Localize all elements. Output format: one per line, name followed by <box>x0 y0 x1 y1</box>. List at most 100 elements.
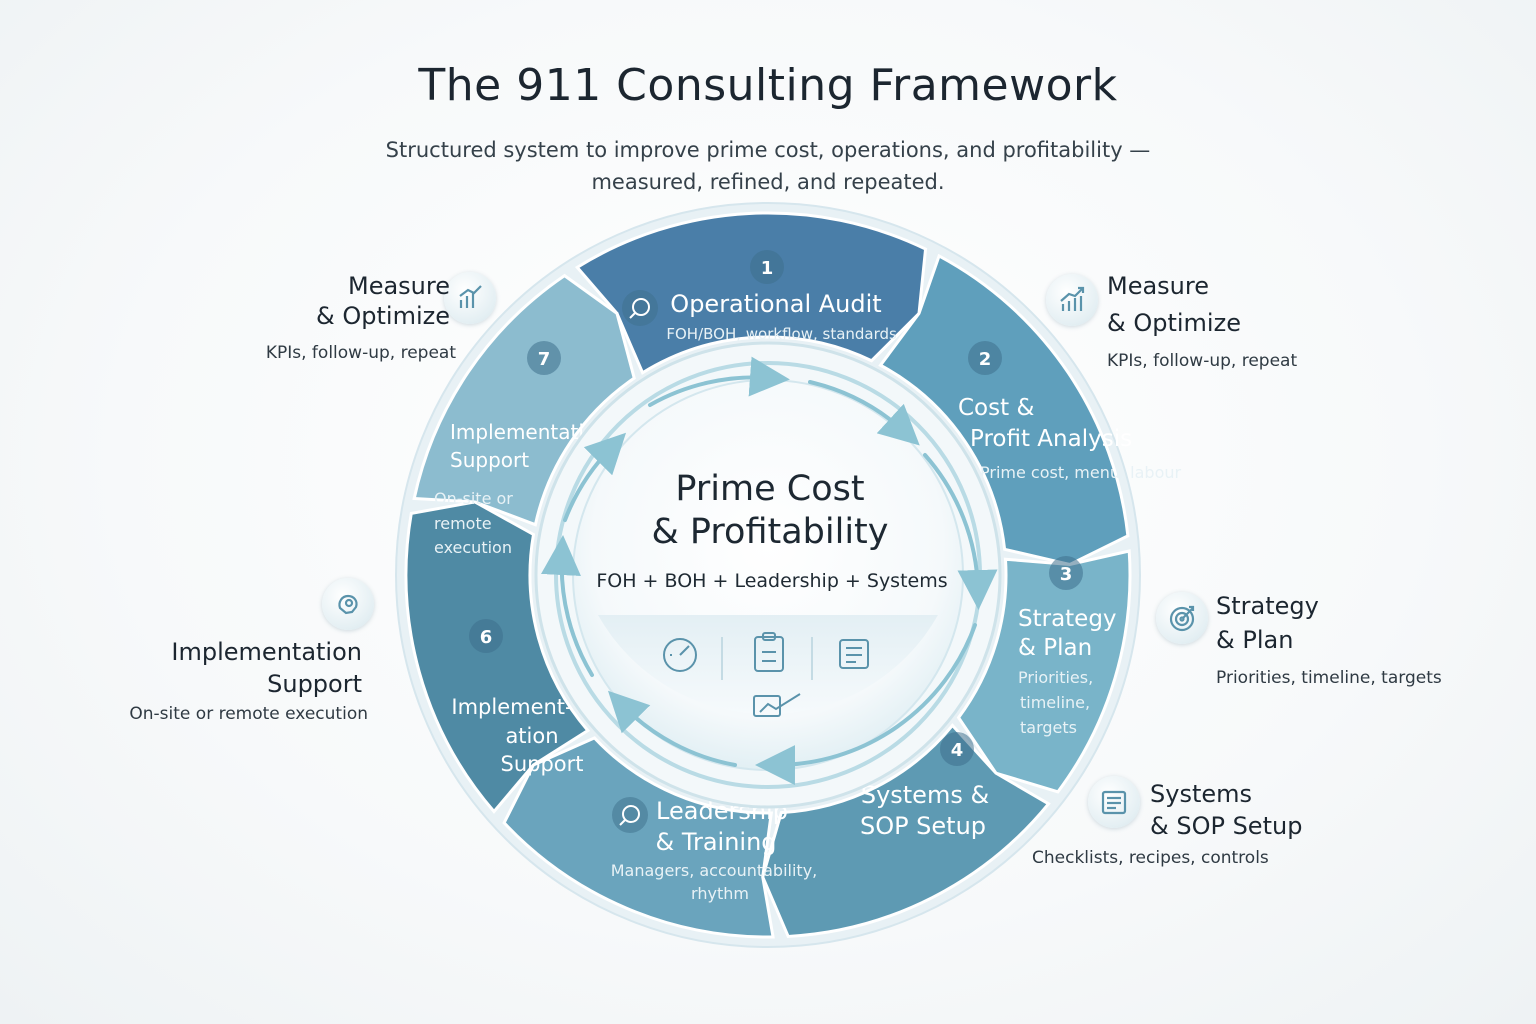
external-strategy-plan: Strategy & Plan Priorities, timeline, ta… <box>1216 590 1476 688</box>
segment-title: ation <box>505 724 558 748</box>
step-number-badge <box>940 732 974 766</box>
external-desc: KPIs, follow-up, repeat <box>265 343 456 363</box>
chat-search-icon <box>622 290 658 326</box>
external-title: & Optimize <box>1107 309 1241 337</box>
growth-chart-icon <box>1046 274 1098 326</box>
segment-desc: Prime cost, menu, labour <box>980 463 1181 482</box>
segment-shape <box>404 500 591 814</box>
step-number: 2 <box>979 349 992 370</box>
step-number: 7 <box>538 349 551 370</box>
page-subtitle: Structured system to improve prime cost,… <box>318 134 1218 198</box>
external-measure-optimize-left: Measure & Optimize <box>250 270 450 332</box>
step-number-badge <box>527 341 561 375</box>
gauge-icon <box>663 638 697 672</box>
target-icon <box>1156 592 1208 644</box>
external-title: Measure <box>1107 272 1209 300</box>
segment-desc: FOH/BOH, workflow, standards. <box>666 325 901 343</box>
segment-title: Strategy <box>1018 606 1117 632</box>
segment-desc: targets <box>1020 718 1077 737</box>
trend-chart-icon <box>753 693 801 717</box>
external-measure-optimize-left-desc: KPIs, follow-up, repeat <box>240 343 456 363</box>
segment-desc: remote <box>434 514 492 533</box>
segment-shape <box>956 549 1132 794</box>
segment-title: & Plan <box>1018 635 1092 661</box>
segment-title: Profit Analysis <box>970 426 1132 452</box>
step-number-badge <box>968 341 1002 375</box>
checklist-icon <box>839 639 869 669</box>
cycle-arrow-top-right <box>808 380 920 446</box>
segment-shape <box>574 211 928 375</box>
external-desc: On-site or remote execution <box>129 704 368 724</box>
segment-title: Systems & <box>861 781 989 809</box>
external-systems-sop: Systems & SOP Setup <box>1150 778 1370 842</box>
external-desc: Checklists, recipes, controls <box>1032 848 1269 868</box>
segment-shape <box>761 723 1051 938</box>
external-desc: Priorities, timeline, targets <box>1216 668 1442 688</box>
external-title: Strategy <box>1216 592 1319 620</box>
segment-title: SOP Setup <box>860 812 986 840</box>
cycle-arrows <box>541 356 998 786</box>
cycle-arrow-bottom-left <box>607 690 737 767</box>
segment-shape <box>878 253 1130 567</box>
segment-shape <box>412 273 636 527</box>
external-title: & SOP Setup <box>1150 812 1303 840</box>
step-number: 3 <box>1060 564 1073 585</box>
segment-desc: rhythm <box>691 884 749 903</box>
step-number: 6 <box>480 627 493 648</box>
center-pillars: FOH + BOH + Leadership + Systems <box>596 570 947 592</box>
page-title: The 911 Consulting Framework <box>418 60 1118 111</box>
external-title: Support <box>267 670 362 698</box>
external-title: Measure <box>348 272 450 300</box>
external-desc: KPIs, follow-up, repeat <box>1107 351 1298 371</box>
segment-title: Operational Audit <box>670 290 881 318</box>
cycle-arrow-top <box>648 356 790 407</box>
segment-desc: timeline, <box>1020 693 1090 712</box>
segment-title: Implement- <box>451 695 572 719</box>
segment-title: Cost & <box>958 395 1034 421</box>
step-number: 1 <box>761 258 774 279</box>
subtitle-line-1: Structured system to improve prime cost,… <box>385 138 1151 162</box>
people-icon <box>612 797 648 833</box>
segment-title: Support <box>500 752 583 776</box>
external-implementation-support: Implementation Support <box>110 636 362 700</box>
support-icon <box>322 578 374 630</box>
center-icons <box>663 632 869 717</box>
cycle-arrow-bottom-right <box>755 623 977 786</box>
segment-desc: Managers, accountability, <box>611 861 818 880</box>
external-title: Systems <box>1150 780 1252 808</box>
cycle-arrow-upper-left <box>563 432 627 522</box>
external-implementation-support-desc: On-site or remote execution <box>100 704 368 724</box>
external-systems-sop-desc: Checklists, recipes, controls <box>1032 848 1332 868</box>
segment-shape <box>502 736 775 939</box>
external-title: & Plan <box>1216 626 1294 654</box>
segment-desc: Priorities, <box>1018 668 1093 687</box>
step-number-badge <box>1049 556 1083 590</box>
external-title: & Optimize <box>316 302 450 330</box>
step-number-badge <box>469 619 503 653</box>
center-title-line-2: & Profitability <box>652 512 889 552</box>
segment-title: & Training <box>655 828 776 856</box>
segment-title: Support <box>450 448 529 472</box>
document-list-icon <box>1088 776 1140 828</box>
external-title: Implementation <box>171 638 362 666</box>
external-measure-optimize-right: Measure & Optimize KPIs, follow-up, repe… <box>1107 270 1327 371</box>
step-number-badge <box>750 250 784 284</box>
subtitle-line-2: measured, refined, and repeated. <box>591 170 945 194</box>
bar-chart-icon <box>444 272 496 324</box>
step-number: 4 <box>951 740 964 761</box>
cycle-arrow-right <box>923 453 998 610</box>
cycle-arrow-left <box>541 535 594 677</box>
center-title-line-1: Prime Cost <box>675 469 864 509</box>
clipboard-icon <box>754 632 784 672</box>
segment-desc: On-site or <box>434 489 513 508</box>
segment-desc: execution <box>434 538 512 557</box>
